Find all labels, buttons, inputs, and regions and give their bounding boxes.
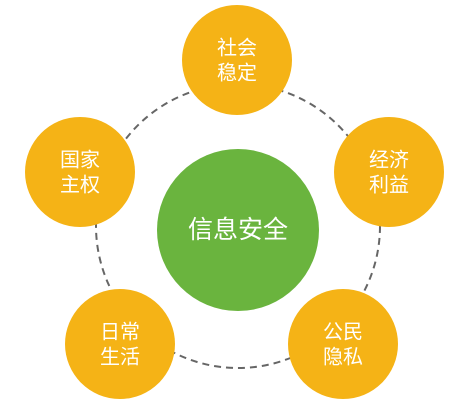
node-daily-life: 日常 生活	[65, 289, 175, 399]
node-label-line2: 稳定	[217, 61, 257, 85]
node-circle	[25, 117, 135, 227]
node-label-line1: 日常	[100, 320, 140, 344]
node-economic-interest: 经济 利益	[334, 117, 444, 227]
node-circle	[65, 289, 175, 399]
node-label-line2: 利益	[369, 173, 409, 197]
node-citizen-privacy: 公民 隐私	[288, 289, 398, 399]
node-label-line2: 隐私	[323, 345, 363, 369]
center-label: 信息安全	[188, 215, 288, 244]
center-circle	[157, 149, 319, 311]
node-label-line1: 社会	[217, 36, 257, 60]
node-circle	[334, 117, 444, 227]
node-label-line1: 国家	[60, 148, 100, 172]
node-national-sovereignty: 国家 主权	[25, 117, 135, 227]
node-label-line2: 生活	[100, 345, 140, 369]
node-label-line1: 公民	[323, 320, 363, 344]
node-circle	[182, 5, 292, 115]
node-label-line1: 经济	[369, 148, 409, 172]
node-social-stability: 社会 稳定	[182, 5, 292, 115]
node-circle	[288, 289, 398, 399]
center-node: 信息安全	[157, 149, 319, 311]
node-label-line2: 主权	[60, 173, 100, 197]
